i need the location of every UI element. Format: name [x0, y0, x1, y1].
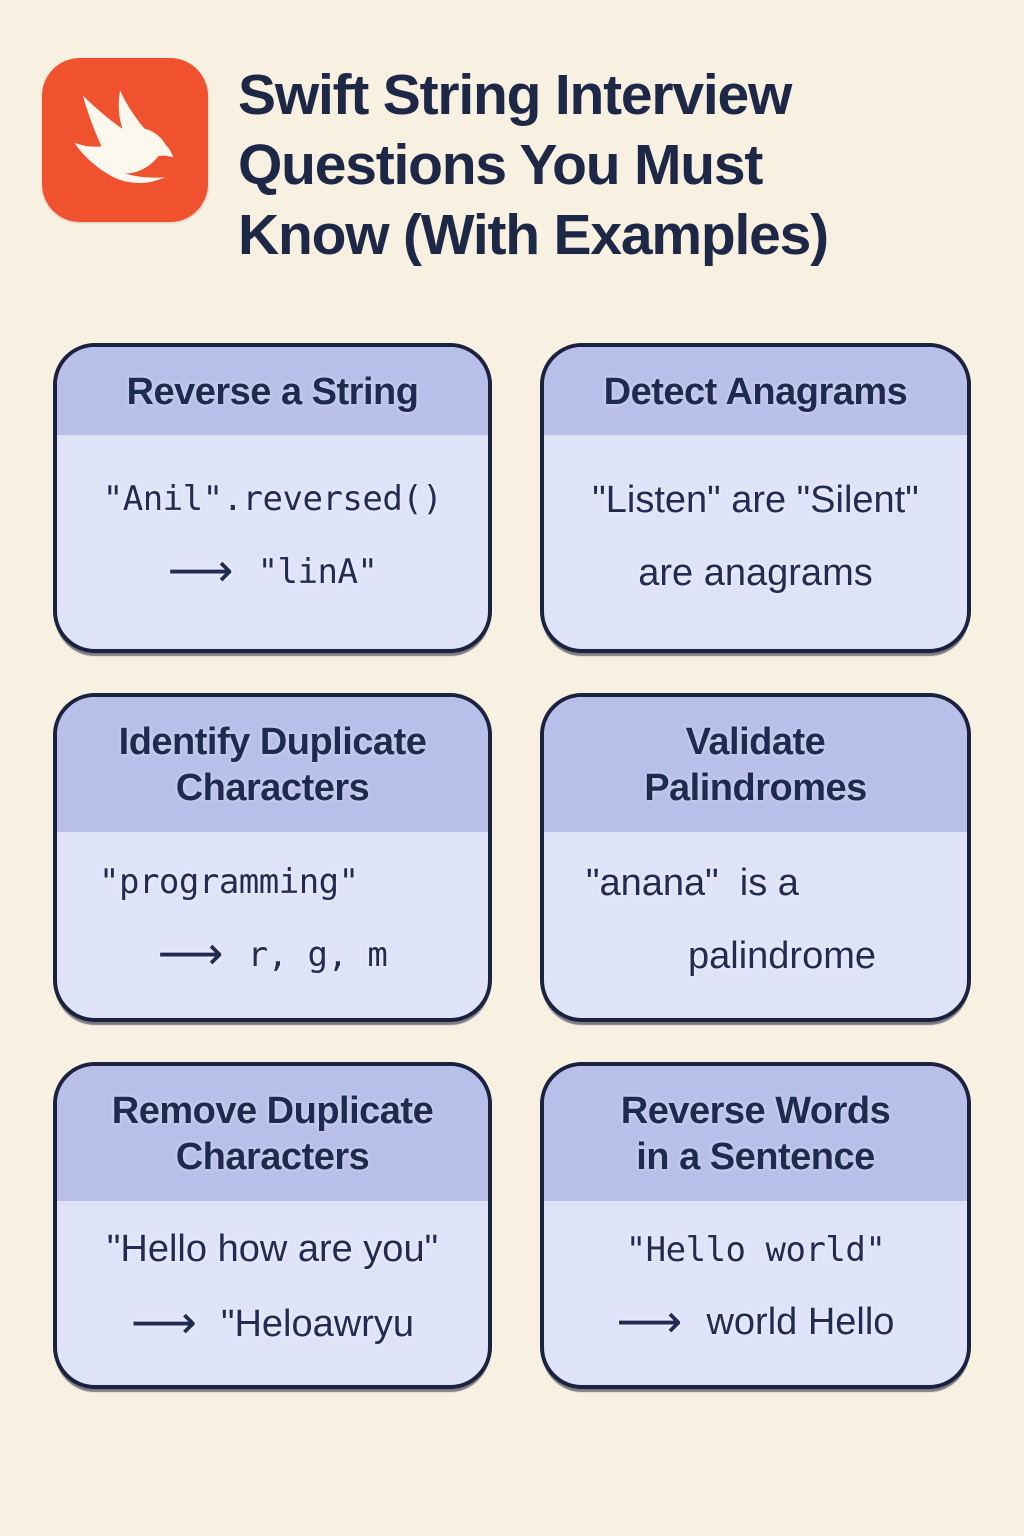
example-text: r, g, m [247, 934, 388, 975]
example-text: "programming" [99, 861, 359, 902]
example-text: "anana" is a [586, 861, 799, 904]
example-line: "Hello how are you" [89, 1228, 456, 1271]
card-2: Detect Anagrams "Listen" are "Silent" are … [540, 343, 971, 653]
example-line: "Anil".reversed() [89, 479, 456, 519]
card-title-line: Characters [175, 1136, 370, 1179]
arrow-right-icon: ⟶ [167, 543, 234, 598]
card-title-line: Remove Duplicate [111, 1090, 434, 1132]
card-title-line: Detect Anagrams [603, 371, 908, 413]
example-line: ⟶ r, g, m [89, 925, 456, 980]
card-example-body: "Hello world" ⟶ world Hello [544, 1201, 967, 1385]
page-title-line-1: Swift String Interview [238, 63, 792, 127]
example-line: ⟶ "linA" [89, 543, 456, 598]
example-text: world Hello [706, 1301, 895, 1344]
arrow-right-icon: ⟶ [157, 925, 224, 980]
card-example-body: "anana" is a palindrome [544, 832, 967, 1018]
card-title-line: Validate [685, 721, 826, 763]
example-line: palindrome [576, 935, 935, 978]
example-line: ⟶ world Hello [576, 1293, 935, 1348]
example-text: "linA" [257, 552, 378, 593]
card-title-line: Characters [175, 767, 370, 810]
example-line: "Listen" are "Silent" [576, 479, 935, 522]
page-title: Swift String Interview Questions You Mus… [238, 60, 829, 270]
cards-grid: Reverse a String "Anil".reversed() ⟶ "linA"… [53, 343, 971, 1389]
swift-bird-icon [74, 90, 174, 183]
card-example-body: "programming" ⟶ r, g, m [57, 832, 488, 1018]
example-text: palindrome [688, 934, 876, 977]
example-text: "Listen" are "Silent" [592, 479, 919, 522]
page-title-line-3: Know (With Examples) [238, 203, 829, 268]
arrow-right-icon: ⟶ [616, 1293, 683, 1348]
card-1: Reverse a String "Anil".reversed() ⟶ "linA" [53, 343, 492, 653]
example-line: "Hello world" [576, 1230, 935, 1270]
example-line: are anagrams [576, 552, 935, 595]
card-example-body: "Hello how are you" ⟶ "Heloawryu [57, 1201, 488, 1385]
card-title-line: in a Sentence [636, 1136, 875, 1179]
example-text: are anagrams [638, 552, 873, 595]
example-text: "Anil".reversed() [102, 479, 443, 520]
example-line: "anana" is a [576, 862, 935, 905]
card-title-line: Reverse a String [126, 371, 419, 413]
card-example-body: "Anil".reversed() ⟶ "linA" [57, 435, 488, 649]
example-text: "Hello world" [625, 1229, 886, 1270]
example-line: ⟶ "Heloawryu [89, 1295, 456, 1350]
example-line: "programming" [89, 862, 456, 902]
card-example-body: "Listen" are "Silent" are anagrams [544, 435, 967, 649]
example-text: "Hello how are you" [106, 1228, 439, 1271]
card-title-line: Reverse Words [620, 1090, 891, 1132]
page-header: Swift String Interview Questions You Mus… [42, 58, 994, 270]
swift-logo [42, 58, 208, 222]
card-title-line: Palindromes [644, 767, 867, 810]
card-title-line: Identify Duplicate [118, 721, 427, 763]
card-title: Detect Anagrams [544, 347, 967, 436]
page-title-line-2: Questions You Must [238, 133, 763, 198]
example-text: "Heloawryu [220, 1302, 414, 1345]
card-title: Reverse a String [57, 347, 488, 436]
arrow-right-icon: ⟶ [131, 1295, 197, 1350]
